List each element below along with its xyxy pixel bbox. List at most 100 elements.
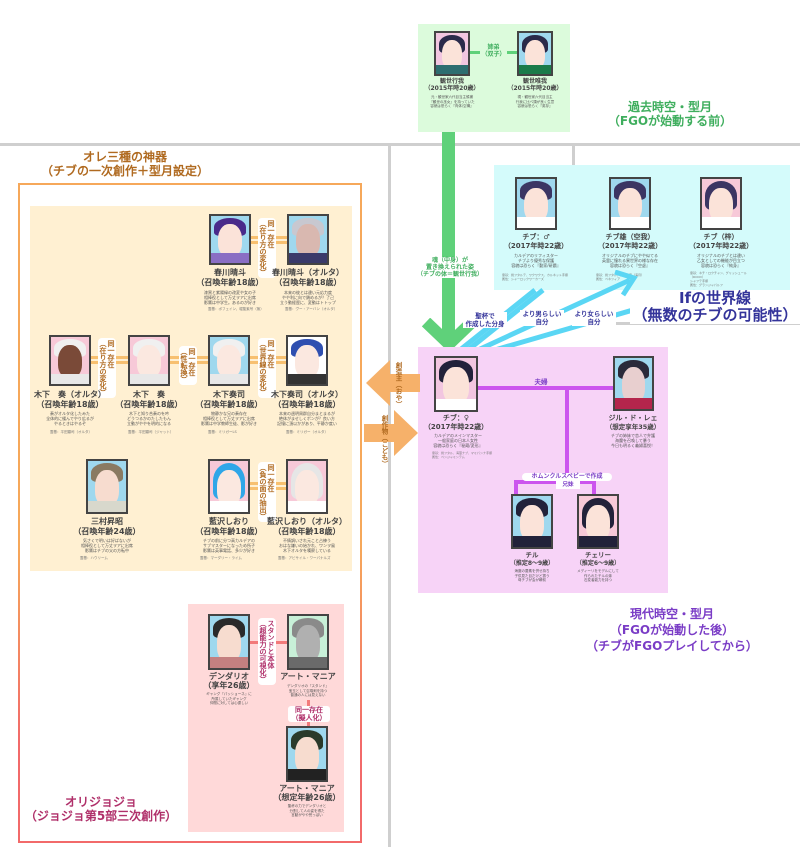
if-arrow-label-clone: 聖杯で 作成した分身: [463, 312, 507, 328]
character-desc: 漆黒と紫陽緑の改変や女の子 相棒役として万丈ヲアに出席 影響は中学生。あるのが好…: [204, 290, 256, 305]
character-portrait-kanze-yukiga[interactable]: [434, 31, 470, 76]
character-desc: カルデアのリフィスター チブより優秀な保護 容貌は恐らく『勤家/研鑽』: [511, 253, 561, 268]
character-name: ジル・ド・レェ: [608, 414, 658, 422]
character-portrait-chibu-kuuga[interactable]: [609, 177, 651, 230]
character-desc: メディーリをモデルにして 作られたチルの妹 石変者能力を持つ: [577, 569, 619, 582]
character-age: （推定8〜9歳）: [509, 560, 555, 567]
character-portrait-cherry[interactable]: [577, 494, 619, 549]
character-desc: 気さくで明いは好ばないが 相棒役として万丈ヲアに出席 影響はチブの父の方転中: [81, 538, 133, 553]
character-portrait-kinoshita-kanadeji-alter[interactable]: [286, 335, 328, 386]
character-desc: 本来の彼とは違い元応力度 やや利に向で鎖めるが？了己 立う動経歴に、変動はトトッ…: [280, 290, 336, 305]
character-portrait-dendario[interactable]: [208, 614, 250, 670]
ore-link-label: 同一存在 （性転換）: [179, 346, 197, 385]
character-note: 霊基：剣フタル、海藻ナブ、マミパンナ手順 属性：ベンジャミンテム: [432, 451, 493, 459]
character-desc: 現・観世家六代目当主 行我に比べ頭が良く生意 容貌は恐らく『英存』: [515, 95, 555, 108]
if-arrow-male-head: [614, 270, 638, 297]
character-portrait-gilles[interactable]: [613, 356, 654, 411]
character-portrait-art-mania-stand[interactable]: [287, 614, 329, 670]
character-portrait-chibu-azusa[interactable]: [700, 177, 742, 230]
current-section-title: 現代時空・型月 （FGOが始動した後） （チブがFGOプレイしてから）: [586, 607, 758, 653]
character-desc: オリジナルのチブとは違い 乙女としての機能が目立つ 容貌は恐らく『純身』: [697, 253, 745, 268]
character-desc: オリジナルのチブにやや似てる 英霊に憧れる異世界の様な存在 容貌は恐らく『空虚』: [602, 253, 658, 268]
character-portrait-mimura[interactable]: [86, 459, 128, 514]
if-arrow-label-male: より男らしい 自分: [520, 310, 564, 326]
character-portrait-kinoshita-kanade-alter[interactable]: [49, 335, 91, 386]
character-name: アート・マニア: [280, 672, 336, 681]
character-name: 春川晴斗: [214, 268, 246, 277]
siblings-label: 兄妹: [556, 481, 580, 489]
child-line-horizontal-2: [592, 480, 596, 496]
jojo-link-label: 同一存在 （擬人化）: [288, 706, 330, 722]
character-note: 霊基：平田顕司（オルタ）: [50, 430, 92, 434]
creator-arrow-child-shaft: [364, 424, 398, 442]
character-age: （召喚年齢18歳）: [195, 527, 263, 536]
couple-label: 夫婦: [528, 378, 554, 386]
character-portrait-harukawa-alter[interactable]: [287, 214, 329, 265]
character-desc: 本来の週明周群自分まとまるが 絶体がませしくポンが？良い方 記憶に頂以かがあり、…: [277, 411, 337, 426]
past-link-label: 姉弟 （双子）: [480, 44, 507, 58]
if-arrow-label-female: より女らしい 自分: [572, 310, 616, 326]
character-name: 春川晴斗（オルタ）: [272, 268, 344, 277]
character-portrait-kinoshita-kanadeji[interactable]: [208, 335, 250, 386]
child-line-vertical: [565, 390, 569, 480]
creator-parent-label: 創造主（おや）: [394, 362, 402, 408]
character-note: 霊基：剣フタルテ、ワクワクス、カルネット手順 属性：シャーロックワーカーズ: [502, 273, 568, 281]
creator-arrow-parent-head: [366, 360, 390, 406]
character-age: （想定享年35歳）: [605, 423, 661, 431]
character-desc: 奏がオルタ化したみた 全体的に緩んでやり広るが やるときはやるぞ: [46, 411, 94, 426]
character-portrait-chibu-male[interactable]: [515, 177, 557, 230]
character-portrait-kinoshita-kanade[interactable]: [128, 335, 170, 386]
character-age: （召喚年齢18歳）: [115, 400, 183, 409]
creator-arrow-child-head: [394, 410, 418, 456]
character-name: チル: [525, 551, 539, 559]
character-portrait-aizawa-shiori[interactable]: [208, 459, 250, 514]
character-age: （2017年時22歳）: [688, 242, 754, 250]
character-desc: デンダリオの『スタンド』 宝玉として召喚剣を持つ 普通の人には見えない: [287, 684, 329, 697]
character-portrait-harukawa[interactable]: [209, 214, 251, 265]
character-note: 霊基：平田顕司（ジャット）: [128, 430, 174, 434]
creator-child-label: 創作物（こども）: [380, 415, 388, 467]
character-age: （享年26歳）: [203, 681, 255, 690]
character-name: 観世唯我: [522, 78, 547, 85]
character-desc: チブの姉妹で恋人で弁護 海魔を召喚して暴う 今日も明るく義婦喜悦！: [611, 433, 655, 448]
character-desc: 海魔の要素を併せ持ち 子供見た目だけど振う 母チブが会が瞬前: [514, 569, 550, 582]
character-name: デンダリオ: [209, 672, 249, 681]
child-line-bar: [514, 480, 596, 484]
character-age: （2015年時20歳）: [507, 85, 563, 92]
character-desc: ギャング『パッショーネ』に 所属していたギャング 仲間に対しては心優しい: [206, 692, 252, 705]
character-note: 霊基：ミリガーLS: [208, 430, 237, 434]
soul-transfer-arrowhead: [421, 318, 477, 350]
character-name: チブ：♀: [442, 414, 470, 422]
divider-top: [0, 143, 800, 146]
character-name: チブ雄（空我）: [605, 233, 655, 241]
character-portrait-kanze-yuiga[interactable]: [517, 31, 553, 76]
character-desc: カルデアのメインマスター 一般家庭の日本人女性 容貌は恐らく『秘蔵/変形』: [433, 433, 483, 448]
ore-section-title: オレ三種の神器 （チブの一次創作＋型月設定）: [40, 150, 209, 178]
character-name: 藍沢しおり: [209, 517, 249, 526]
character-age: （2017年時22歳）: [503, 242, 569, 250]
character-name: 木下 奏: [133, 390, 165, 399]
character-age: （召喚年齢18歳）: [36, 400, 104, 409]
character-name: 藍沢しおり（オルタ）: [267, 517, 347, 526]
ore-link-label: 同一存在 （在り方の変化）: [98, 338, 116, 398]
character-portrait-aizawa-shiori-alter[interactable]: [286, 459, 328, 514]
child-line-horizontal: [514, 480, 518, 496]
character-desc: 元・観世家六代目当主候補 『観世の巫女』を持っていた 容貌は恐らく『肉体/空構』: [429, 95, 475, 108]
character-desc: 物静かな兄の奏存在 相棒役として万丈ヲアに出席 影響は中学教師生徒、影が好き: [201, 411, 257, 426]
creator-arrow-parent-shaft: [386, 374, 420, 392]
character-age: （想定年齢26歳）: [273, 793, 341, 802]
character-portrait-art-mania-human[interactable]: [286, 726, 328, 782]
character-age: （召喚年齢18歳）: [273, 400, 341, 409]
character-note: 霊基：ネチ・ロクチャン、グリッシュール （ROCD） シャフテ手順 属性：グラン…: [690, 271, 747, 287]
character-portrait-chibu-female[interactable]: [434, 356, 478, 412]
character-age: （召喚年齢18歳）: [273, 527, 341, 536]
homunculus-label: ホムンクルスベビーで作成: [522, 473, 612, 481]
character-note: 霊基：ヴー・アーバン（オルタ）: [285, 307, 338, 311]
jojo-section-title: オリジョジョ （ジョジョ第5部三次創作）: [24, 795, 178, 823]
character-name: 三村昇昭: [91, 517, 123, 526]
if-world-section-title: Ifの世界線 （無数のチブの可能性）: [630, 290, 800, 324]
ore-border-gradient-left: [18, 183, 20, 843]
character-portrait-chiru[interactable]: [511, 494, 553, 549]
character-desc: 聖杯の力でデンダリオと 分割して人の姿を得た 言動がやや荒っぽい: [287, 804, 327, 817]
character-desc: 不情調いされ元こと占練う おはな嫌いの始かれ、ワンヲ風 木下オルタを嘆察している: [278, 538, 336, 553]
